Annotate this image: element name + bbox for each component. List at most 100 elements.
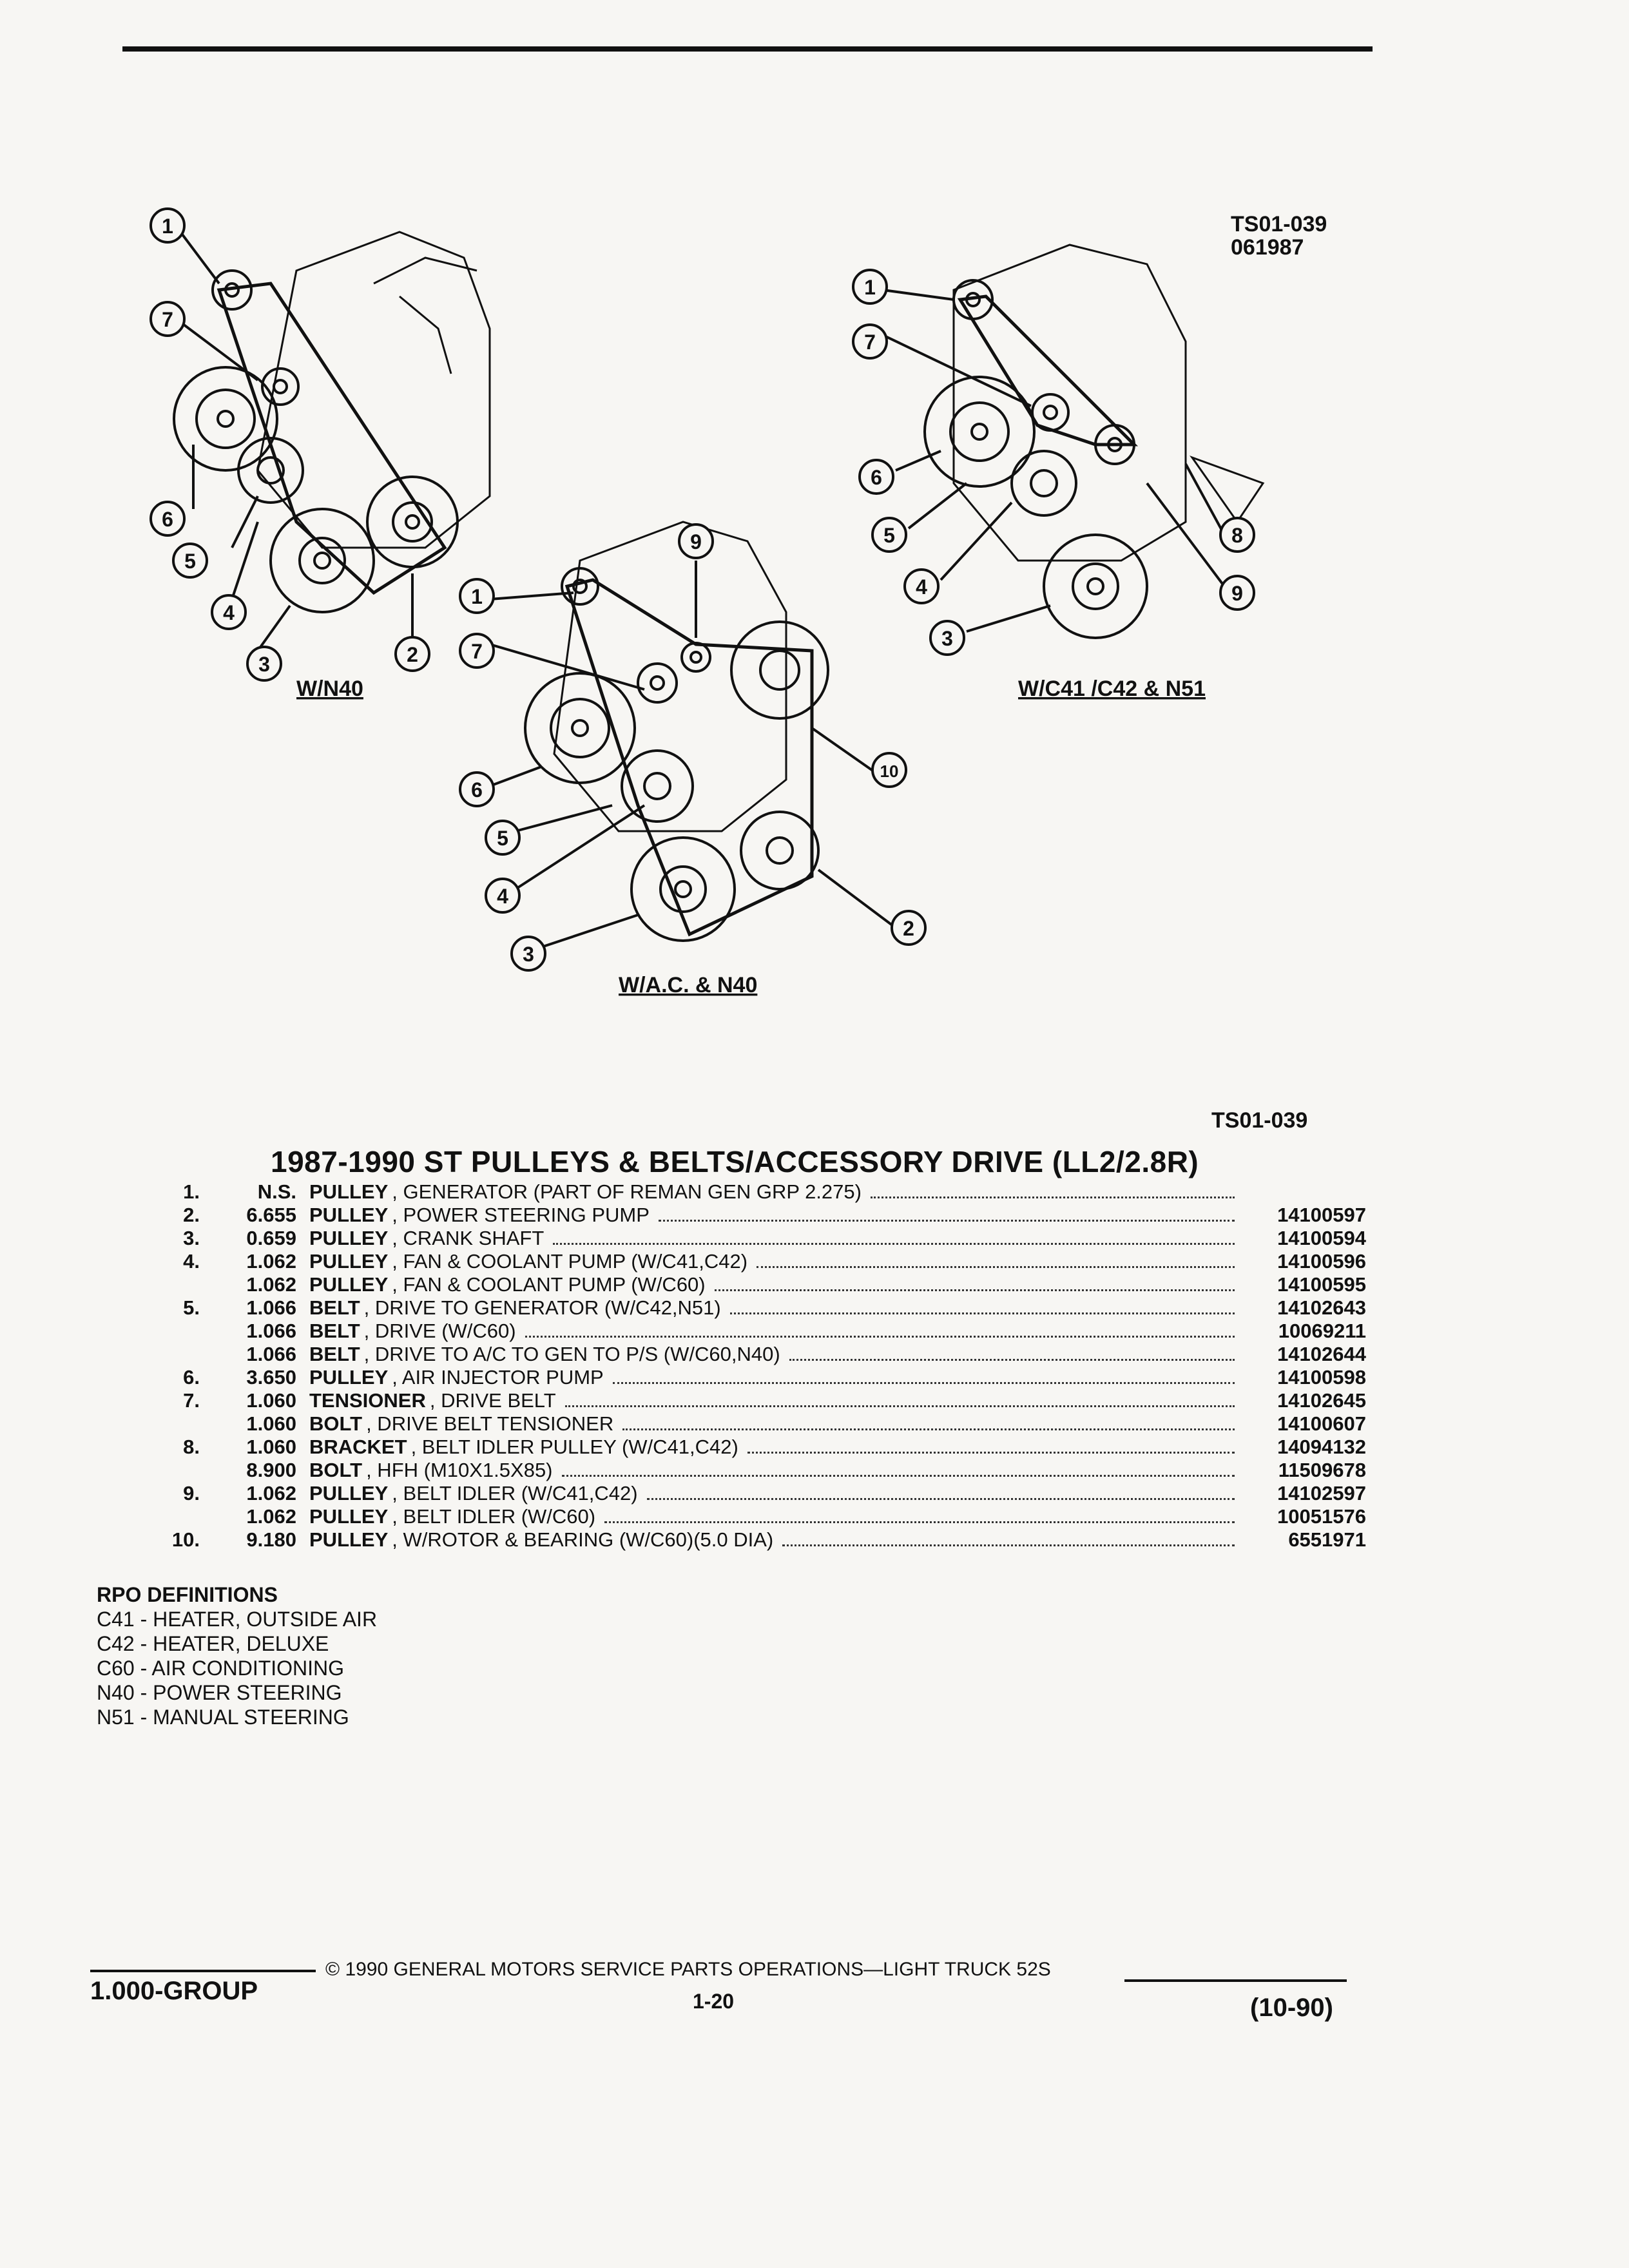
part-name: TENSIONER <box>309 1389 426 1412</box>
part-number: 14102597 <box>1277 1482 1366 1504</box>
part-name: BELT <box>309 1343 360 1365</box>
part-number: 14100607 <box>1277 1412 1366 1435</box>
callout-5-center: 5 <box>485 820 521 856</box>
part-name: PULLEY <box>309 1273 389 1296</box>
leader-dots <box>714 1289 1235 1291</box>
leader-dots <box>729 1312 1235 1314</box>
view-w-ac-n40 <box>524 521 829 942</box>
svg-text:9: 9 <box>1231 582 1243 605</box>
item-number: 1. <box>183 1180 200 1203</box>
leader-dots <box>658 1220 1235 1222</box>
leader-dots <box>612 1382 1235 1384</box>
svg-text:1: 1 <box>162 215 173 238</box>
part-description: , DRIVE TO GENERATOR (W/C42,N51) <box>363 1296 721 1319</box>
view-label-w-n40: W/N40 <box>296 677 363 701</box>
svg-text:4: 4 <box>497 885 508 908</box>
group-number: 8.900 <box>246 1459 296 1481</box>
item-number: 4. <box>183 1250 200 1273</box>
top-rule <box>122 46 1373 52</box>
svg-text:6: 6 <box>871 466 882 489</box>
callout-6-right: 6 <box>858 459 894 495</box>
svg-text:7: 7 <box>864 331 876 354</box>
svg-text:7: 7 <box>471 640 483 663</box>
footer-date: (10-90) <box>1250 1994 1333 2022</box>
pulley-illustration: 1 7 6 5 4 3 2 1 7 6 5 4 3 8 9 1 7 9 6 5 <box>149 207 1265 997</box>
part-description: , DRIVE BELT TENSIONER <box>366 1412 614 1435</box>
part-name: BELT <box>309 1296 360 1319</box>
callout-4-center: 4 <box>485 878 521 914</box>
part-name: PULLEY <box>309 1227 389 1249</box>
group-number: 1.066 <box>246 1296 296 1319</box>
part-name: BOLT <box>309 1412 363 1435</box>
part-description: , FAN & COOLANT PUMP (W/C60) <box>392 1273 706 1296</box>
figure-code-repeat: TS01-039 <box>1211 1108 1308 1133</box>
callout-6-center: 6 <box>459 771 495 807</box>
part-description: , DRIVE BELT <box>429 1389 556 1412</box>
figure-code-block: TS01-039 061987 <box>1231 213 1327 259</box>
part-number: 10051576 <box>1277 1505 1366 1528</box>
group-number: 1.062 <box>246 1505 296 1528</box>
rpo-item: N51 - MANUAL STEERING <box>97 1706 349 1729</box>
callout-8-right: 8 <box>1219 517 1255 553</box>
part-number: 14102643 <box>1277 1296 1366 1319</box>
group-number: 1.060 <box>246 1436 296 1458</box>
part-description: , DRIVE TO A/C TO GEN TO P/S (W/C60,N40) <box>363 1343 780 1365</box>
part-description: , AIR INJECTOR PUMP <box>392 1366 604 1389</box>
part-description: , CRANK SHAFT <box>392 1227 545 1249</box>
part-name: BELT <box>309 1320 360 1342</box>
part-description: , BELT IDLER (W/C41,C42) <box>392 1482 638 1504</box>
parts-row: 1.N.S.PULLEY, GENERATOR (PART OF REMAN G… <box>155 1180 1366 1204</box>
svg-text:5: 5 <box>883 524 895 547</box>
group-number: 0.659 <box>246 1227 296 1249</box>
svg-text:3: 3 <box>258 653 270 676</box>
leader-dots <box>789 1359 1235 1361</box>
footer-group: 1.000-GROUP <box>90 1977 258 2005</box>
leader-dots <box>604 1521 1235 1523</box>
leader-dots <box>622 1428 1235 1430</box>
part-number: 14102645 <box>1277 1389 1366 1412</box>
callout-markers: 1 7 6 5 4 3 2 1 7 6 5 4 3 8 9 1 7 9 6 5 <box>149 207 1255 972</box>
part-description: , FAN & COOLANT PUMP (W/C41,C42) <box>392 1250 748 1273</box>
part-number: 6551971 <box>1288 1528 1366 1551</box>
svg-text:3: 3 <box>941 627 953 650</box>
part-name: PULLEY <box>309 1180 389 1203</box>
part-number: 14094132 <box>1277 1436 1366 1458</box>
rpo-item: C41 - HEATER, OUTSIDE AIR <box>97 1608 378 1631</box>
callout-6-left: 6 <box>149 501 186 537</box>
group-number: 6.655 <box>246 1204 296 1226</box>
leader-dots <box>561 1475 1235 1477</box>
view-w-n40 <box>173 231 491 613</box>
callout-2-center: 2 <box>891 910 927 946</box>
rpo-item: C42 - HEATER, DELUXE <box>97 1632 329 1655</box>
part-name: PULLEY <box>309 1482 389 1504</box>
page-title: 1987-1990 ST PULLEYS & BELTS/ACCESSORY D… <box>271 1145 1199 1178</box>
rpo-item: N40 - POWER STEERING <box>97 1681 342 1704</box>
svg-text:1: 1 <box>471 585 483 608</box>
part-name: PULLEY <box>309 1366 389 1389</box>
svg-text:10: 10 <box>880 762 899 781</box>
part-number: 11509678 <box>1278 1459 1366 1481</box>
svg-text:1: 1 <box>864 276 876 299</box>
rpo-title: RPO DEFINITIONS <box>97 1583 278 1606</box>
part-number: 14100595 <box>1277 1273 1366 1296</box>
rpo-definitions: RPO DEFINITIONS C41 - HEATER, OUTSIDE AI… <box>97 1582 377 1729</box>
view-w-c41-c42-n51 <box>923 244 1265 639</box>
part-name: PULLEY <box>309 1528 389 1551</box>
part-name: BOLT <box>309 1459 363 1481</box>
item-number: 7. <box>183 1389 200 1412</box>
item-number: 5. <box>183 1296 200 1319</box>
callout-5-left: 5 <box>172 543 208 579</box>
parts-list: 1.N.S.PULLEY, GENERATOR (PART OF REMAN G… <box>155 1180 1366 1552</box>
group-number: 1.062 <box>246 1273 296 1296</box>
part-number: 14100594 <box>1277 1227 1366 1249</box>
part-number: 14100596 <box>1277 1250 1366 1273</box>
